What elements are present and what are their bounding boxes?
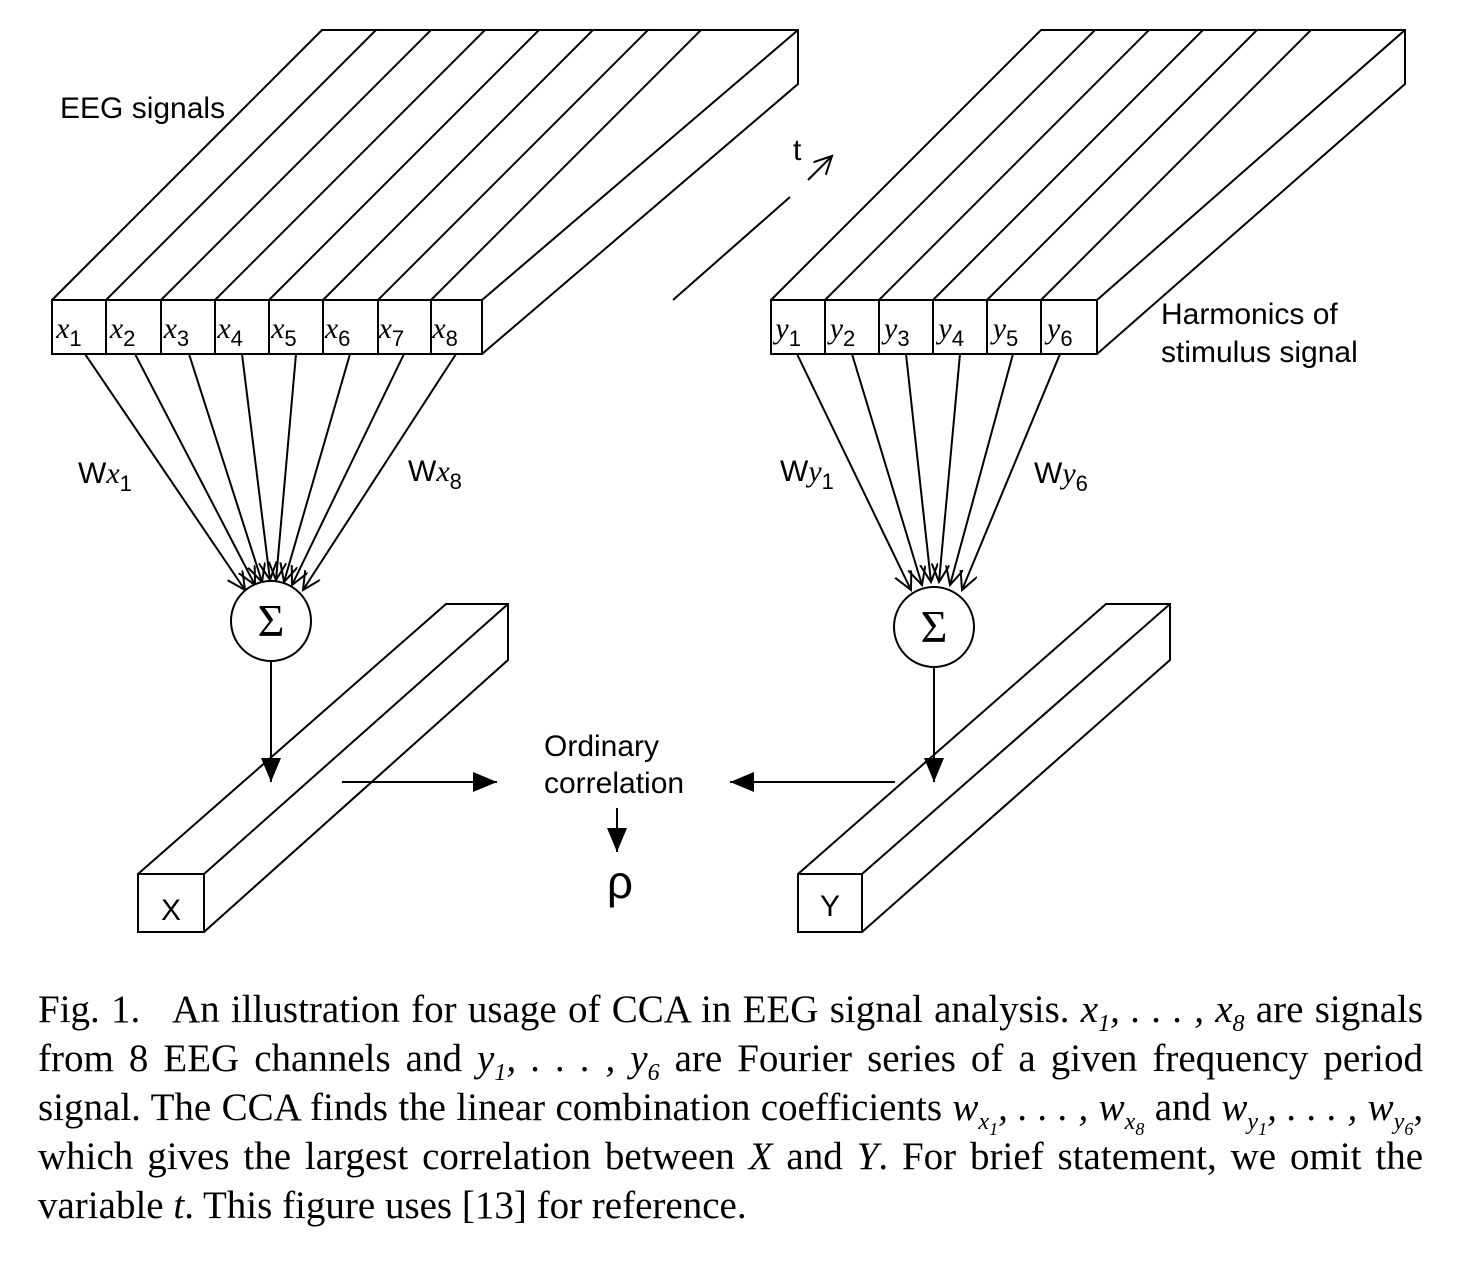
time-arrow bbox=[807, 156, 832, 181]
y-channel-label-4: y4 bbox=[935, 312, 964, 351]
output-y-label: Y bbox=[820, 890, 840, 923]
y-weight-arrows bbox=[796, 353, 1061, 590]
caption-text-4: and bbox=[1154, 1086, 1212, 1129]
harmonics-block bbox=[770, 29, 1406, 355]
y-channel-label-5: y5 bbox=[990, 312, 1019, 351]
x-channel-label-4: x4 bbox=[216, 312, 243, 351]
caption-var-t: t bbox=[173, 1184, 185, 1227]
caption-var-y: Y bbox=[856, 1135, 879, 1178]
x-channel-label-6: x6 bbox=[324, 312, 351, 351]
harmonics-label-line1: Harmonics of bbox=[1161, 298, 1338, 331]
sum-symbol-y: Σ bbox=[921, 601, 948, 652]
x-output-bar bbox=[137, 603, 509, 933]
x-channel-label-5: x5 bbox=[270, 312, 297, 351]
sum-symbol-x: Σ bbox=[258, 595, 285, 646]
y-channel-label-6: y6 bbox=[1044, 312, 1073, 351]
time-label: t bbox=[793, 134, 802, 167]
output-x-label: X bbox=[161, 894, 181, 927]
correlation-label-line1: Ordinary bbox=[544, 730, 659, 763]
x-channel-label-8: x8 bbox=[431, 312, 458, 351]
caption-text-6: and bbox=[786, 1135, 843, 1178]
weight-label-wy1: Wy1 bbox=[780, 455, 834, 494]
y-channel-label-2: y2 bbox=[827, 312, 856, 351]
time-axis-line bbox=[672, 196, 791, 301]
weight-label-wy6: Wy6 bbox=[1034, 457, 1088, 496]
caption-text-1: An illustration for usage of CCA in EEG … bbox=[171, 988, 1070, 1031]
y-channel-label-1: y1 bbox=[772, 312, 801, 351]
weight-label-wx8: Wx8 bbox=[408, 455, 462, 494]
caption-text-7: . For brief statement, we omit the varia… bbox=[38, 1135, 1424, 1227]
y-channel-labels: y1 y2 y3 y4 y5 y6 bbox=[772, 312, 1072, 351]
caption-prefix: Fig. 1. bbox=[38, 988, 141, 1031]
x-channel-label-3: x3 bbox=[163, 312, 190, 351]
harmonics-label-line2: stimulus signal bbox=[1161, 336, 1358, 369]
x-channel-labels: x1 x2 x3 x4 x5 x6 x7 x8 bbox=[55, 312, 458, 351]
caption-x-range: x1, . . . , x8 bbox=[1080, 988, 1245, 1037]
x-channel-label-2: x2 bbox=[109, 312, 136, 351]
correlation-label-line2: correlation bbox=[544, 767, 684, 800]
eeg-signals-block bbox=[51, 29, 799, 355]
x-channel-label-7: x7 bbox=[378, 312, 405, 351]
cca-diagram: EEG signals t Harmonics of stimulus sign… bbox=[51, 29, 1406, 933]
caption-wy-range: wy1, . . . , wy6 bbox=[1221, 1086, 1414, 1139]
caption-var-x: X bbox=[748, 1135, 773, 1178]
caption-text-8: . This figure uses [13] for reference. bbox=[184, 1184, 747, 1227]
caption-text-5: , which gives the largest correlation be… bbox=[38, 1086, 1424, 1178]
x-weight-arrows bbox=[84, 353, 457, 590]
x-channel-label-1: x1 bbox=[55, 312, 82, 351]
caption-text-3: are Fourier series of a given frequency … bbox=[38, 1037, 1424, 1129]
eeg-signals-label: EEG signals bbox=[60, 92, 225, 125]
weight-label-wx1: Wx1 bbox=[78, 457, 132, 496]
y-channel-label-3: y3 bbox=[881, 312, 910, 351]
figure-caption: Fig. 1. An illustration for usage of CCA… bbox=[38, 985, 1423, 1230]
caption-text-2: are signals from 8 EEG channels and bbox=[38, 988, 1424, 1080]
caption-y-range: y1, . . . , y6 bbox=[477, 1037, 660, 1086]
y-output-bar bbox=[797, 603, 1171, 933]
caption-wx-range: wx1, . . . , wx8 bbox=[952, 1086, 1145, 1139]
rho-symbol: ρ bbox=[607, 856, 633, 908]
